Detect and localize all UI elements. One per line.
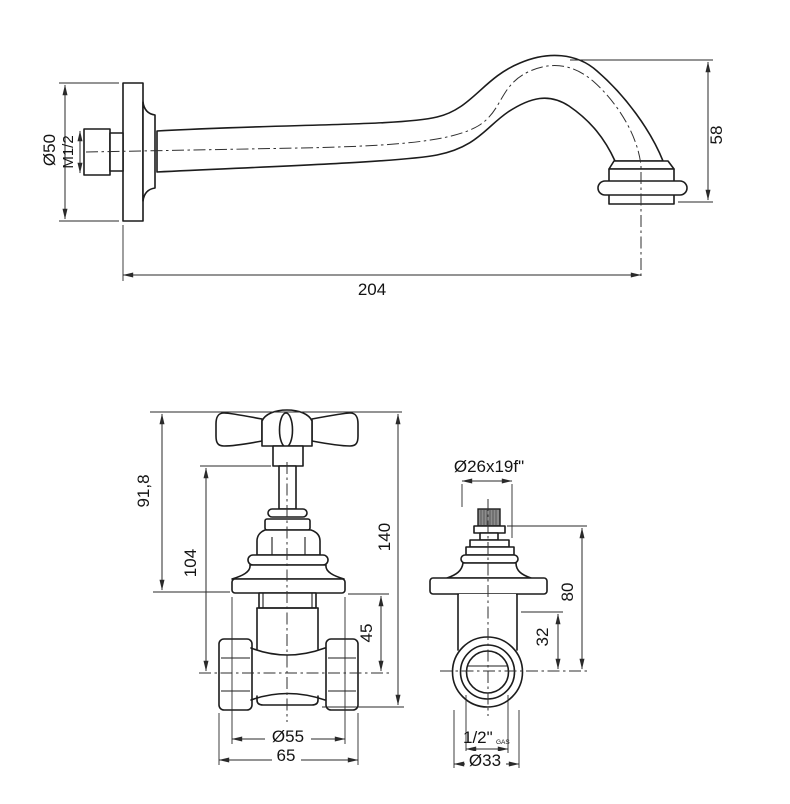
dim-label-overall-depth: 80 — [558, 583, 577, 602]
spindle-neck — [479, 532, 499, 541]
dim-label-escutcheon-diameter: Ø55 — [272, 727, 304, 746]
dim-label-reach: 204 — [358, 280, 386, 299]
trim-ring-2 — [465, 546, 515, 556]
flange-molding — [142, 101, 156, 202]
valve-front-body — [218, 445, 359, 711]
escutcheon-bell — [446, 562, 532, 579]
dim-label-overall-height: 140 — [375, 523, 394, 551]
wall-flange-plate — [122, 82, 144, 222]
valve-front-dimensions: 91,8 104 140 45 Ø55 65 — [134, 411, 404, 765]
handle-neck — [272, 445, 304, 467]
spout-outline — [83, 54, 688, 222]
escutcheon-bell — [231, 564, 345, 580]
trim-ring-1 — [469, 539, 510, 548]
side-hex-left — [218, 638, 253, 711]
valve-side-dimensions: Ø26x19f" 80 32 1/2" GAS Ø33 — [453, 457, 587, 770]
bonnet-hex-nut — [256, 529, 321, 556]
aerator-ring — [597, 180, 688, 196]
spout-tube — [156, 54, 664, 173]
handle-front-spoke — [278, 412, 294, 448]
dim-label-port-thread: 1/2" — [463, 728, 493, 747]
label-mask — [465, 751, 506, 767]
dim-label-body-width: 65 — [277, 746, 296, 765]
dim-label-port-diameter: Ø33 — [469, 751, 501, 770]
dim-label-neck-to-axis: 45 — [357, 624, 376, 643]
escutcheon-bead — [460, 554, 519, 564]
dim-label-body-depth: 32 — [533, 628, 552, 647]
valve-front-view: 91,8 104 140 45 Ø55 65 — [134, 409, 404, 765]
escutcheon-plate — [231, 578, 346, 594]
dim-label-handle-height: 91,8 — [134, 474, 153, 507]
handle-right-arm — [311, 412, 359, 447]
handle-left-arm — [215, 412, 263, 447]
side-hex-right — [325, 638, 359, 711]
dim-label-flange-diameter: Ø50 — [40, 134, 59, 166]
dim-label-port-thread-standard: GAS — [496, 739, 510, 746]
waterway-bottom-arc — [250, 692, 326, 701]
waterway-top-arc — [250, 647, 326, 656]
label-mask — [265, 727, 311, 744]
spout-centerline — [85, 65, 642, 278]
spout-dimensions: Ø50 M1/2 204 58 — [40, 59, 726, 299]
dim-label-drop: 58 — [707, 126, 726, 145]
spout-view: Ø50 M1/2 204 58 — [40, 54, 726, 299]
spindle-flange — [473, 525, 506, 534]
valve-side-view: Ø26x19f" 80 32 1/2" GAS Ø33 — [429, 457, 588, 770]
cross-handle — [215, 409, 359, 448]
dim-label-trim-size: Ø26x19f" — [454, 457, 524, 476]
label-mask — [272, 747, 301, 762]
dim-label-inlet-thread: M1/2 — [60, 135, 77, 168]
escutcheon-bead — [247, 554, 329, 566]
dim-label-stem-to-axis: 104 — [181, 549, 200, 577]
knurl-texture — [480, 510, 497, 525]
